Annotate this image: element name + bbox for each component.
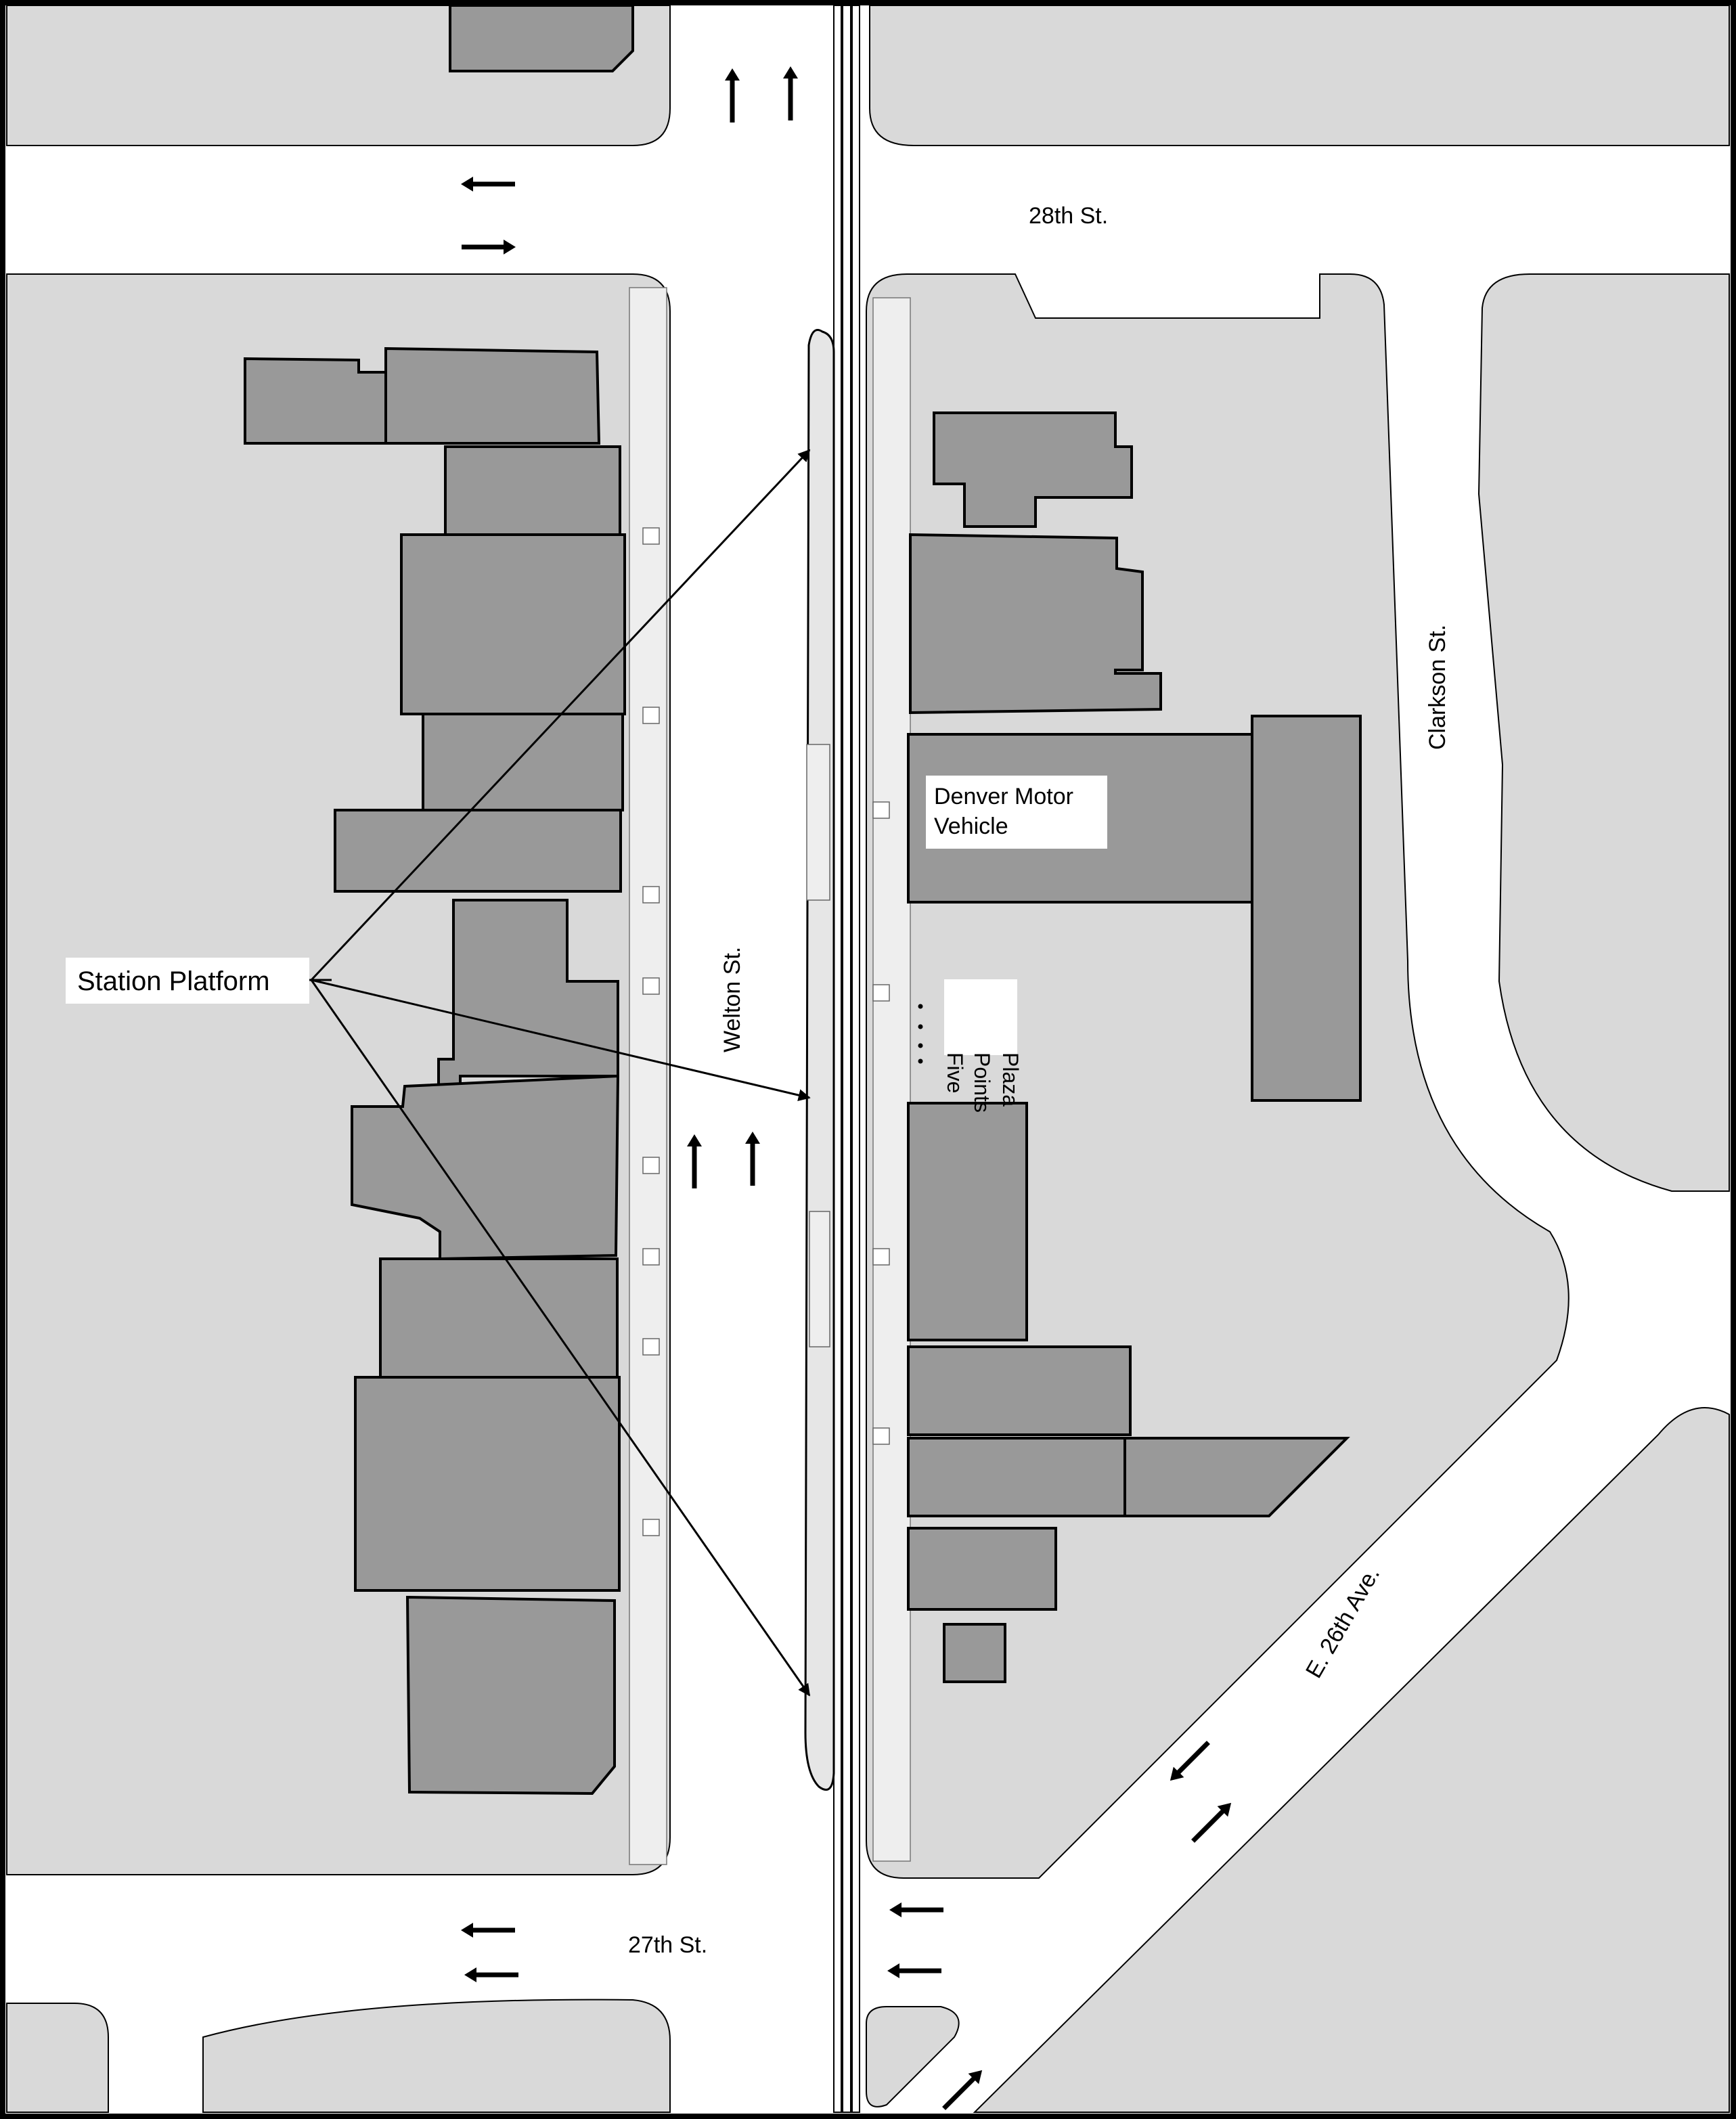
building <box>933 411 1133 528</box>
street-welton-label: Welton St. <box>719 947 745 1052</box>
building <box>444 445 621 536</box>
building <box>907 1102 1028 1341</box>
building <box>354 1376 621 1592</box>
building <box>1251 715 1362 1102</box>
plaza-dots <box>918 1004 923 1064</box>
building <box>907 1527 1057 1611</box>
building <box>907 1437 1126 1517</box>
block-ne <box>869 5 1730 146</box>
block-south-triangle <box>866 2006 960 2107</box>
dmv-label-box <box>926 776 1107 849</box>
station-platform-label: Station Platform <box>77 966 270 996</box>
building <box>422 713 624 811</box>
dmv-label-line2: Vehicle <box>934 813 1008 839</box>
building <box>907 1345 1132 1436</box>
building <box>405 1595 616 1795</box>
street-28th-label: 28th St. <box>1029 203 1108 229</box>
building <box>437 899 619 1088</box>
building <box>1123 1437 1350 1517</box>
building <box>351 1074 620 1261</box>
block-sw <box>6 2003 109 2113</box>
plaza-label-line1: Five <box>943 1052 967 1093</box>
dmv-label-line1: Denver Motor <box>934 784 1073 809</box>
plaza-label-line2: Points <box>970 1052 994 1113</box>
block-south <box>202 1999 671 2113</box>
building <box>379 1257 619 1379</box>
sidewalks <box>629 287 911 1865</box>
street-27th-label: 27th St. <box>628 1932 707 1958</box>
station-platform <box>804 329 835 1791</box>
station-platform-label-box <box>66 958 309 1004</box>
building <box>909 533 1162 715</box>
block-far-east <box>1477 273 1730 1192</box>
building <box>384 347 601 445</box>
rail-track <box>833 5 860 2113</box>
plaza-label-line3: Plaza <box>998 1052 1023 1107</box>
building <box>334 809 622 893</box>
street-furniture <box>642 527 890 1536</box>
building <box>400 533 626 715</box>
plaza-label-box <box>944 979 1017 1055</box>
building <box>943 1623 1006 1683</box>
platform-callout-lines <box>305 449 811 1697</box>
building <box>244 357 387 445</box>
building <box>449 4 634 72</box>
block-southeast <box>973 1407 1730 2113</box>
street-clarkson-label: Clarkson St. <box>1425 625 1450 750</box>
